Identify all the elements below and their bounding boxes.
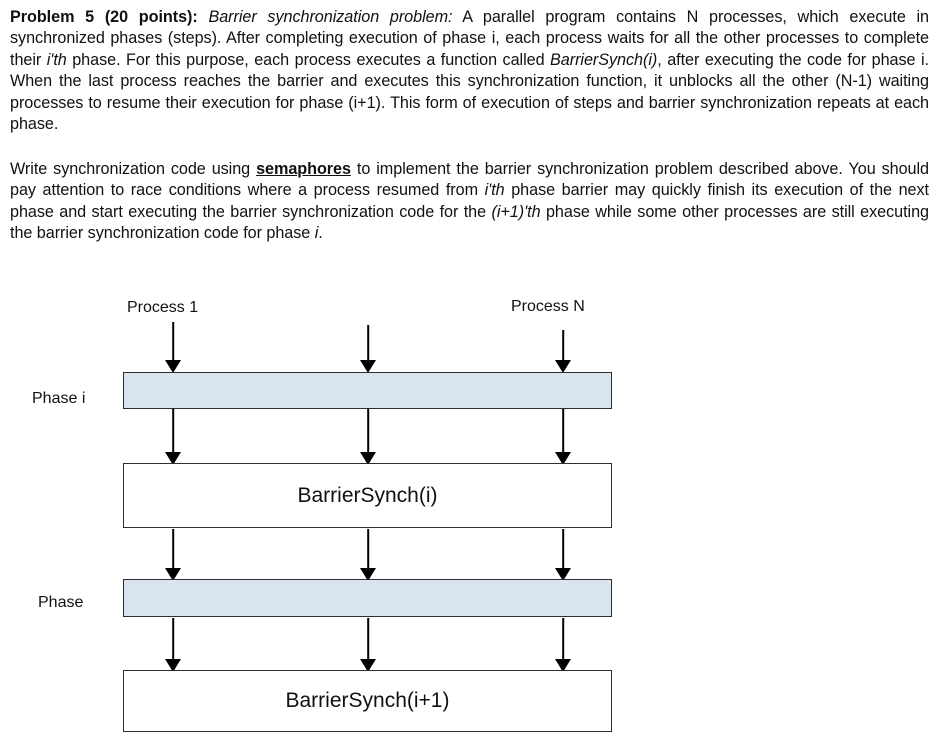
problem-text-3: , after executing the code for phase i. … bbox=[10, 50, 929, 134]
arrow-shaft bbox=[172, 322, 174, 362]
arrow-shaft bbox=[367, 409, 369, 454]
arrow-head-icon bbox=[555, 360, 571, 373]
down-arrow bbox=[165, 322, 182, 373]
arrow-shaft bbox=[172, 529, 174, 570]
arrow-head-icon bbox=[360, 360, 376, 373]
down-arrow bbox=[555, 330, 572, 373]
ith-italic: i'th bbox=[46, 50, 67, 69]
problem-text-1: A parallel program contains N processes,… bbox=[10, 8, 929, 69]
down-arrow bbox=[360, 529, 377, 581]
process-n-label: Process N bbox=[511, 298, 585, 315]
arrow-shaft bbox=[367, 325, 369, 362]
down-arrow bbox=[165, 529, 182, 581]
i-plus-1-th-italic: (i+1)'th bbox=[491, 202, 541, 221]
down-arrow bbox=[555, 618, 572, 672]
problem-text-2: phase. For this purpose, each process ex… bbox=[66, 50, 551, 69]
paragraph-problem-statement: Problem 5 (20 points): Barrier synchroni… bbox=[10, 7, 929, 135]
arrow-head-icon bbox=[555, 568, 571, 581]
down-arrow bbox=[165, 618, 182, 672]
phase-label: Phase bbox=[38, 594, 84, 611]
process-1-label: Process 1 bbox=[127, 299, 199, 316]
barrier-synch-i-box: BarrierSynch(i) bbox=[123, 463, 612, 528]
arrow-head-icon bbox=[555, 659, 571, 672]
phase-box bbox=[123, 579, 612, 617]
down-arrow bbox=[555, 409, 572, 465]
down-arrow bbox=[165, 409, 182, 465]
task-text-4: phase while some other processes are sti… bbox=[10, 202, 929, 243]
down-arrow bbox=[360, 325, 377, 373]
down-arrow bbox=[360, 618, 377, 672]
semaphores-emphasis: semaphores bbox=[256, 160, 351, 178]
barrier-synch-i1-label: BarrierSynch(i+1) bbox=[285, 689, 450, 712]
arrow-head-icon bbox=[165, 568, 181, 581]
task-text-5: . bbox=[318, 224, 323, 243]
arrow-head-icon bbox=[555, 452, 571, 465]
arrow-head-icon bbox=[360, 452, 376, 465]
task-text-1: Write synchronization code using bbox=[10, 160, 257, 178]
problem-subtitle: Barrier synchronization problem: bbox=[208, 8, 453, 26]
arrow-shaft bbox=[172, 409, 174, 454]
down-arrow bbox=[555, 529, 572, 581]
arrow-shaft bbox=[562, 529, 564, 570]
phase-i-box bbox=[123, 372, 612, 409]
ith-italic-2: i'th bbox=[484, 181, 505, 200]
i-italic: i bbox=[314, 224, 319, 243]
arrow-head-icon bbox=[360, 659, 376, 672]
arrow-head-icon bbox=[165, 659, 181, 672]
arrow-shaft bbox=[562, 409, 564, 454]
task-text-3: phase barrier may quickly finish its exe… bbox=[10, 181, 929, 221]
barrier-synch-i1-box: BarrierSynch(i+1) bbox=[123, 670, 612, 732]
phase-i-label: Phase i bbox=[32, 390, 86, 407]
arrow-shaft bbox=[562, 618, 564, 661]
arrow-shaft bbox=[367, 618, 369, 661]
arrow-head-icon bbox=[360, 568, 376, 581]
down-arrow bbox=[360, 409, 377, 465]
paragraph-task: Write synchronization code using semapho… bbox=[10, 159, 929, 245]
barriersynch-italic: BarrierSynch(i) bbox=[550, 50, 658, 69]
barrier-synch-i-label: BarrierSynch(i) bbox=[297, 483, 438, 507]
arrow-shaft bbox=[172, 618, 174, 661]
arrow-shaft bbox=[367, 529, 369, 570]
arrow-shaft bbox=[562, 330, 564, 362]
task-text-2: to implement the barrier synchronization… bbox=[10, 160, 930, 200]
problem-heading: Problem 5 (20 points): bbox=[10, 8, 209, 26]
arrow-head-icon bbox=[165, 452, 181, 465]
arrow-head-icon bbox=[165, 360, 181, 373]
